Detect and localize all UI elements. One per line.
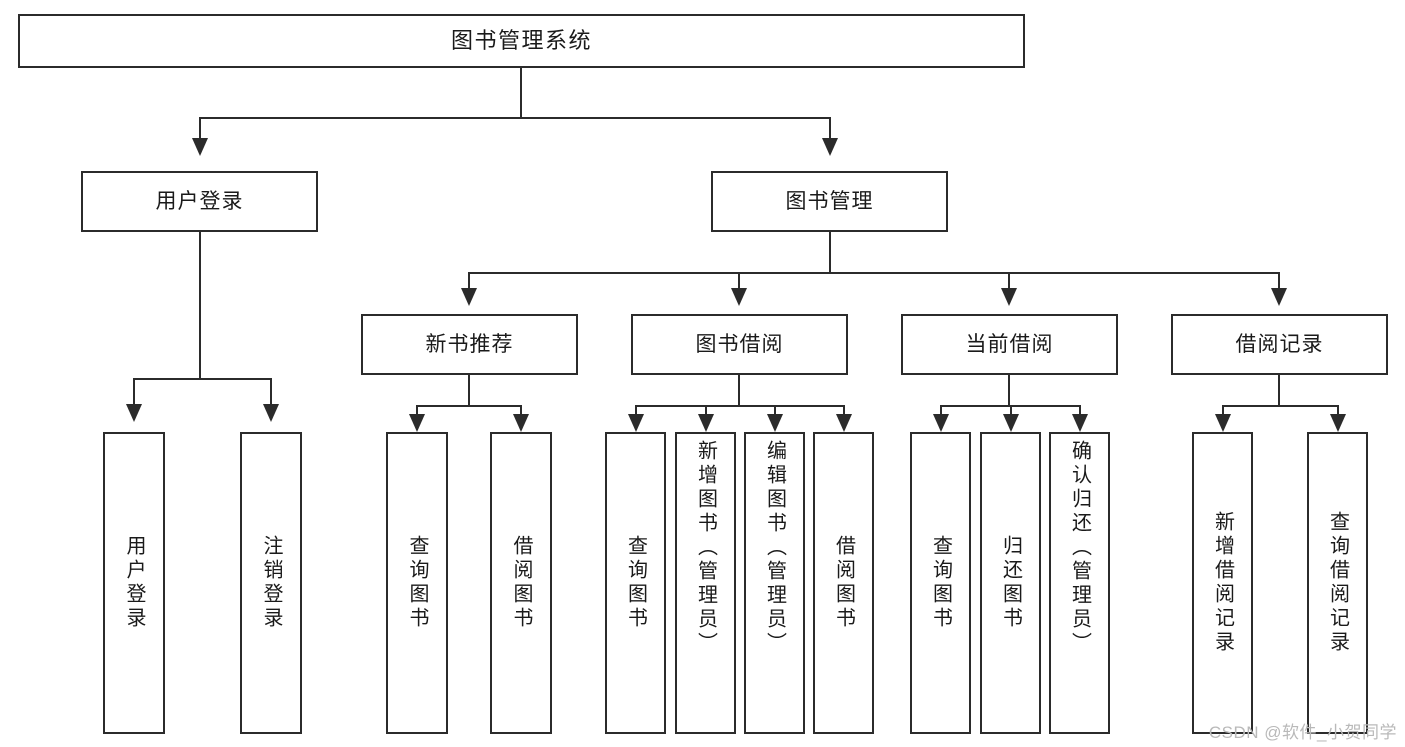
- arrowhead-root-to-user-login: [192, 138, 208, 156]
- leaf-edit-book-label: 编辑图书（管理员）: [763, 440, 786, 656]
- connector-user-login-bus: [133, 378, 272, 380]
- leaf-query-record-label: 查询借阅记录: [1326, 511, 1349, 655]
- arrowhead-user-login-to-leaf-2: [263, 404, 279, 422]
- node-current-borrow-label: 当前借阅: [965, 332, 1054, 356]
- leaf-return-book-label: 归还图书: [999, 535, 1022, 631]
- connector-new-book-rec-stem: [468, 375, 470, 407]
- connector-book-borrow-bus: [635, 405, 844, 407]
- leaf-return-book[interactable]: 归还图书: [980, 432, 1041, 734]
- connector-current-borrow-stem: [1008, 375, 1010, 407]
- arrowhead-current-borrow-to-leaf-2: [1003, 414, 1019, 432]
- arrowhead-book-manage-to-current-borrow: [1001, 288, 1017, 306]
- leaf-query-book-3-label: 查询图书: [929, 535, 952, 631]
- leaf-borrow-book-1-label: 借阅图书: [510, 535, 532, 631]
- connector-borrow-record-stem: [1278, 375, 1280, 407]
- leaf-add-book-label: 新增图书（管理员）: [694, 440, 717, 656]
- leaf-query-book-1-label: 查询图书: [406, 535, 428, 631]
- node-root-label: 图书管理系统: [450, 27, 592, 53]
- leaf-add-book[interactable]: 新增图书（管理员）: [675, 432, 736, 734]
- leaf-query-book-2[interactable]: 查询图书: [605, 432, 666, 734]
- arrowhead-book-borrow-to-leaf-2: [698, 414, 714, 432]
- connector-new-book-rec-bus: [416, 405, 522, 407]
- arrowhead-book-borrow-to-leaf-4: [836, 414, 852, 432]
- connector-book-borrow-stem: [738, 375, 740, 407]
- connector-root-bus: [199, 117, 831, 119]
- leaf-add-record[interactable]: 新增借阅记录: [1192, 432, 1253, 734]
- connector-book-manage-to-new-book-rec: [468, 272, 470, 294]
- arrowhead-book-borrow-to-leaf-3: [767, 414, 783, 432]
- arrowhead-book-manage-to-book-borrow: [731, 288, 747, 306]
- node-borrow-record[interactable]: 借阅记录: [1171, 314, 1388, 375]
- connector-user-login-to-leaf-2: [270, 378, 272, 410]
- leaf-borrow-book-1[interactable]: 借阅图书: [490, 432, 552, 734]
- leaf-add-record-label: 新增借阅记录: [1211, 511, 1234, 655]
- node-current-borrow[interactable]: 当前借阅: [901, 314, 1118, 375]
- node-book-borrow-label: 图书借阅: [695, 332, 784, 356]
- arrowhead-new-book-rec-to-leaf-1: [409, 414, 425, 432]
- node-book-manage-label: 图书管理: [785, 189, 874, 213]
- leaf-user-login-label: 用户登录: [123, 535, 145, 631]
- node-new-book-rec-label: 新书推荐: [425, 332, 514, 356]
- node-book-borrow[interactable]: 图书借阅: [631, 314, 848, 375]
- connector-book-manage-bus: [468, 272, 1280, 274]
- leaf-user-login[interactable]: 用户登录: [103, 432, 165, 734]
- leaf-query-book-3[interactable]: 查询图书: [910, 432, 971, 734]
- leaf-logout[interactable]: 注销登录: [240, 432, 302, 734]
- connector-user-login-stem: [199, 232, 201, 380]
- connector-root-to-book-manage: [829, 117, 831, 145]
- leaf-borrow-book-2[interactable]: 借阅图书: [813, 432, 874, 734]
- connector-book-manage-stem: [829, 232, 831, 274]
- arrowhead-book-manage-to-borrow-record: [1271, 288, 1287, 306]
- leaf-confirm-return[interactable]: 确认归还（管理员）: [1049, 432, 1110, 734]
- node-borrow-record-label: 借阅记录: [1235, 332, 1324, 356]
- connector-user-login-to-leaf-1: [133, 378, 135, 410]
- connector-book-manage-to-book-borrow: [738, 272, 740, 294]
- connector-book-manage-to-borrow-record: [1278, 272, 1280, 294]
- arrowhead-current-borrow-to-leaf-3: [1072, 414, 1088, 432]
- watermark: CSDN @软件_小贺同学: [1208, 723, 1397, 742]
- leaf-query-book-2-label: 查询图书: [624, 535, 647, 631]
- node-user-login-label: 用户登录: [155, 189, 244, 213]
- leaf-query-record[interactable]: 查询借阅记录: [1307, 432, 1368, 734]
- node-new-book-rec[interactable]: 新书推荐: [361, 314, 578, 375]
- leaf-query-book-1[interactable]: 查询图书: [386, 432, 448, 734]
- leaf-borrow-book-2-label: 借阅图书: [832, 535, 855, 631]
- arrowhead-user-login-to-leaf-1: [126, 404, 142, 422]
- arrowhead-current-borrow-to-leaf-1: [933, 414, 949, 432]
- arrowhead-book-manage-to-new-book-rec: [461, 288, 477, 306]
- arrowhead-borrow-record-to-leaf-1: [1215, 414, 1231, 432]
- arrowhead-new-book-rec-to-leaf-2: [513, 414, 529, 432]
- node-book-manage[interactable]: 图书管理: [711, 171, 948, 232]
- arrowhead-book-borrow-to-leaf-1: [628, 414, 644, 432]
- leaf-confirm-return-label: 确认归还（管理员）: [1068, 440, 1091, 656]
- connector-borrow-record-bus: [1222, 405, 1338, 407]
- arrowhead-borrow-record-to-leaf-2: [1330, 414, 1346, 432]
- node-user-login[interactable]: 用户登录: [81, 171, 318, 232]
- leaf-edit-book[interactable]: 编辑图书（管理员）: [744, 432, 805, 734]
- connector-book-manage-to-current-borrow: [1008, 272, 1010, 294]
- node-root[interactable]: 图书管理系统: [18, 14, 1025, 68]
- arrowhead-root-to-book-manage: [822, 138, 838, 156]
- connector-root-stem: [520, 68, 522, 118]
- connector-root-to-user-login: [199, 117, 201, 145]
- leaf-logout-label: 注销登录: [260, 535, 282, 631]
